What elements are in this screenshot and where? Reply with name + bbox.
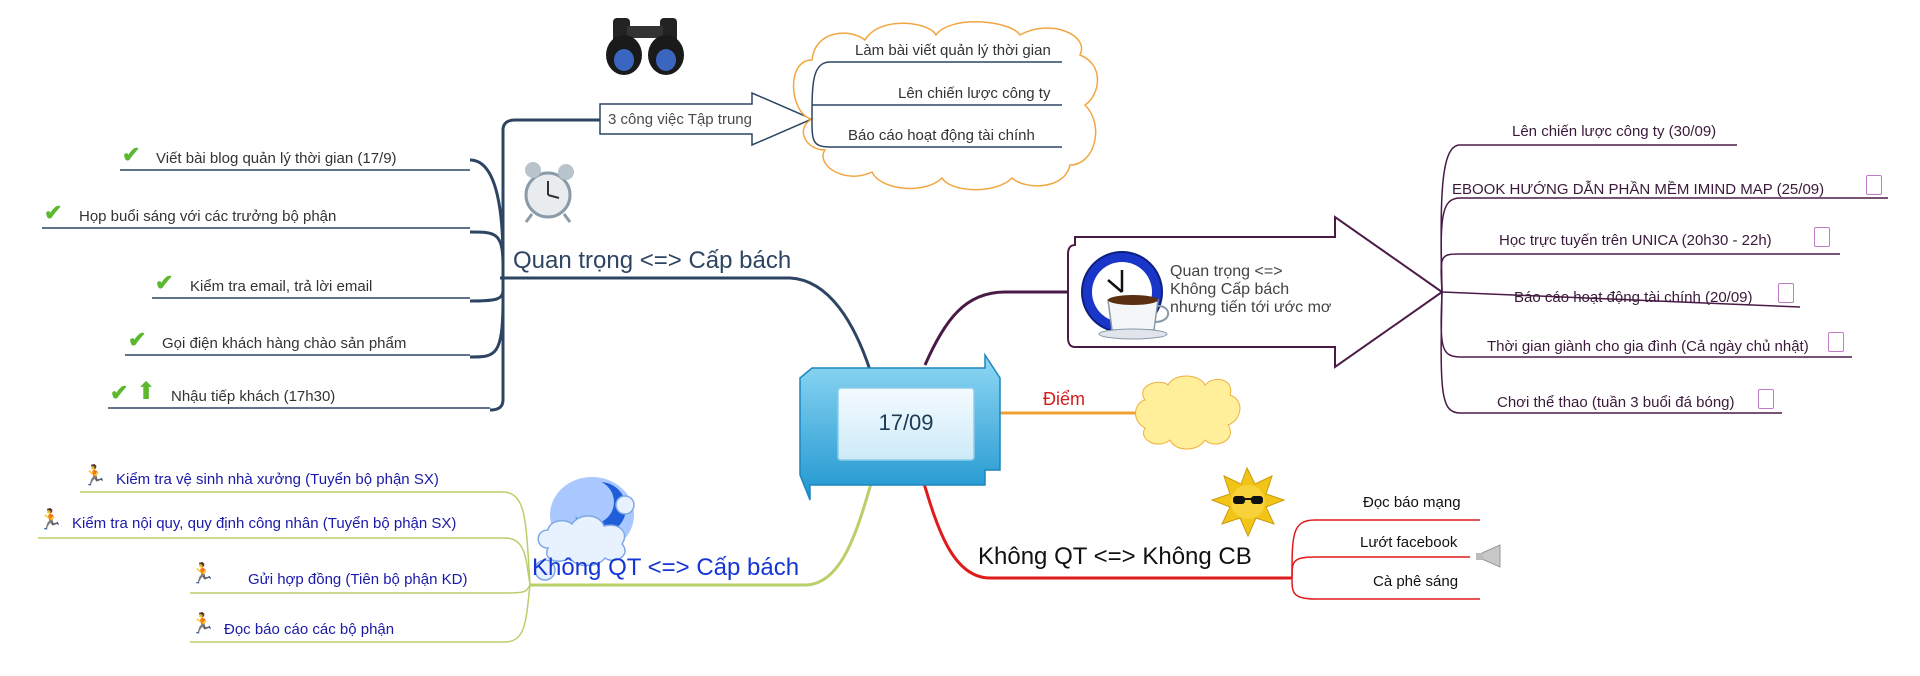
q2-title-line-1[interactable]: Quan trọng <=> — [1170, 263, 1283, 280]
q2-item-6[interactable]: Chơi thể thao (tuần 3 buổi đá bóng) — [1497, 394, 1735, 411]
q1-task-4[interactable]: Gọi điện khách hàng chào sản phẩm — [162, 335, 407, 352]
focus-item-3[interactable]: Báo cáo hoạt động tài chính — [848, 127, 1035, 144]
note-icon — [1866, 175, 1882, 195]
q1-task-1[interactable]: Viết bài blog quản lý thời gian (17/9) — [156, 150, 397, 167]
checkmark-icon: ✔ — [122, 142, 141, 167]
q3-item-3[interactable]: Gửi hợp đồng (Tiên bộ phận KD) — [248, 571, 468, 588]
note-icon — [1828, 332, 1844, 352]
q2-item-4[interactable]: Báo cáo hoạt động tài chính (20/09) — [1514, 289, 1753, 306]
q3-connectors — [530, 469, 877, 587]
checkmark-icon: ✔ — [128, 327, 147, 352]
q1-title[interactable]: Quan trọng <=> Cấp bách — [513, 247, 792, 274]
q3-item-1[interactable]: Kiểm tra vệ sinh nhà xưởng (Tuyển bộ phậ… — [116, 471, 439, 488]
sun-sunglasses-icon — [1210, 466, 1286, 538]
q4-item-3[interactable]: Cà phê sáng — [1373, 573, 1459, 590]
center-node-shape — [799, 352, 1001, 501]
arrow-up-icon: ⬆ — [136, 378, 157, 405]
q2-item-3[interactable]: Học trực tuyến trên UNICA (20h30 - 22h) — [1499, 232, 1772, 249]
q4-item-connectors — [1291, 519, 1480, 600]
q1-task-underlines — [42, 169, 490, 409]
center-label[interactable]: 17/09 — [878, 410, 934, 435]
q1-task-2[interactable]: Họp buổi sáng với các trưởng bộ phận — [79, 208, 337, 225]
note-icon — [1814, 227, 1830, 247]
q3-item-2[interactable]: Kiểm tra nội quy, quy định công nhân (Tu… — [72, 515, 457, 532]
runner-icon: 🏃 — [190, 613, 215, 635]
note-icon — [1758, 389, 1774, 409]
binoculars-icon — [606, 18, 684, 75]
q1-task-5[interactable]: Nhậu tiếp khách (17h30) — [171, 388, 336, 405]
q4-connectors — [918, 469, 1292, 580]
checkmark-icon: ✔ — [110, 380, 129, 405]
q4-item-1[interactable]: Đọc báo mạng — [1363, 494, 1461, 511]
q3-item-connectors — [38, 491, 531, 643]
runner-icon: 🏃 — [38, 509, 63, 531]
q2-item-5[interactable]: Thời gian giành cho gia đình (Cả ngày ch… — [1487, 338, 1809, 355]
runner-icon: 🏃 — [190, 563, 215, 585]
focus-item-2[interactable]: Lên chiến lược công ty — [898, 85, 1051, 102]
alarm-clock-icon — [524, 162, 574, 223]
q1-connectors — [469, 118, 872, 412]
note-icon — [1778, 283, 1794, 303]
focus-item-1[interactable]: Làm bài viết quản lý thời gian — [855, 42, 1051, 59]
q1-task-3[interactable]: Kiểm tra email, trả lời email — [190, 278, 373, 295]
focus-arrow — [599, 91, 814, 147]
checkmark-icon: ✔ — [44, 200, 63, 225]
focus-connectors — [811, 61, 1062, 148]
q4-title[interactable]: Không QT <=> Không CB — [978, 543, 1252, 570]
q4-item-2[interactable]: Lướt facebook — [1360, 534, 1458, 551]
clock-cup-icon — [1081, 251, 1170, 340]
checkmark-icon: ✔ — [155, 270, 174, 295]
q2-connectors — [923, 290, 1075, 366]
q2-item-1[interactable]: Lên chiến lược công ty (30/09) — [1512, 123, 1717, 140]
diem-label[interactable]: Điểm — [1043, 389, 1086, 409]
q2-item-connectors — [1440, 144, 1888, 414]
q2-arrow-shape — [1067, 215, 1444, 369]
q2-title-line-3[interactable]: nhưng tiến tới ước mơ — [1170, 299, 1332, 316]
q3-item-4[interactable]: Đọc báo cáo các bộ phận — [224, 621, 395, 638]
cloud-icon — [534, 477, 635, 581]
runner-icon: 🏃 — [82, 465, 107, 487]
q3-title[interactable]: Không QT <=> Cấp bách — [532, 554, 800, 581]
q2-item-2[interactable]: EBOOK HƯỚNG DẪN PHẦN MỀM IMIND MAP (25/0… — [1452, 181, 1825, 198]
diem-cloud — [1135, 375, 1241, 450]
q2-title-line-2[interactable]: Không Cấp bách — [1170, 281, 1290, 298]
focus-label[interactable]: 3 công việc Tập trung — [608, 111, 752, 128]
megaphone-icon — [1476, 544, 1501, 568]
